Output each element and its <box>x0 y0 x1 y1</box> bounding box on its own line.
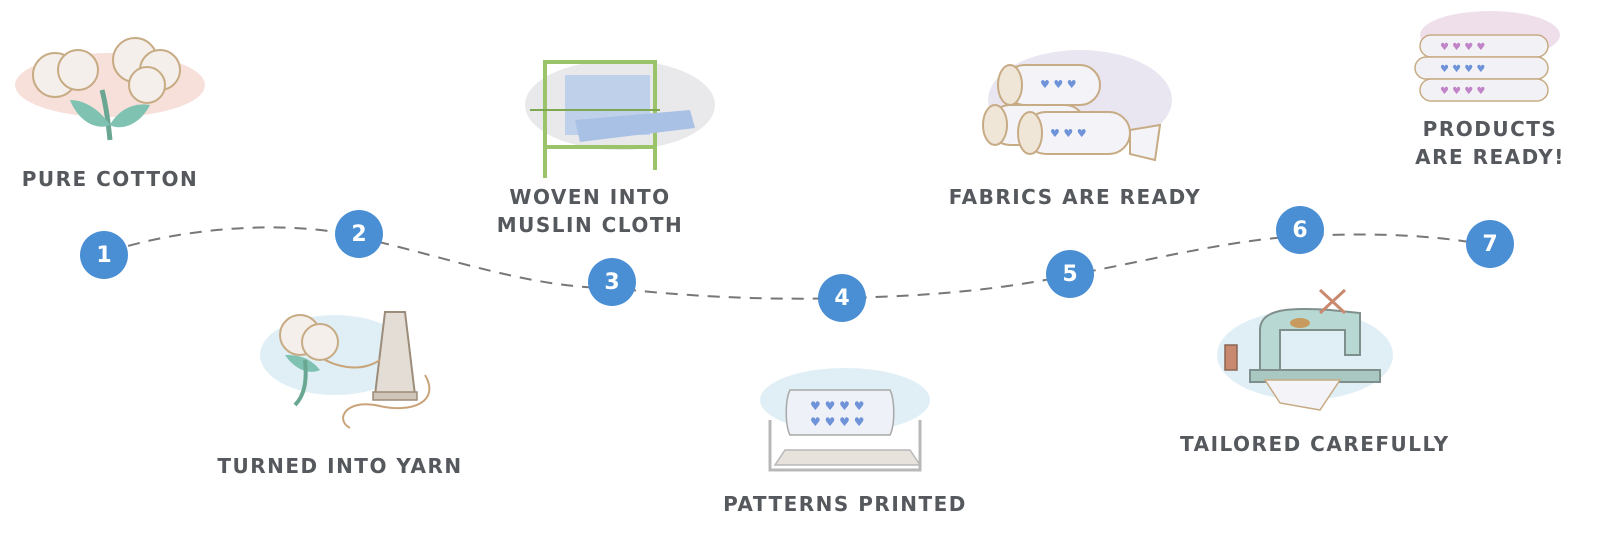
step-label-4: PATTERNS PRINTED <box>723 492 967 516</box>
step-label-3-line-1: WOVEN INTO <box>509 185 671 209</box>
step-marker-1: 1 <box>80 231 128 279</box>
step-label-3-line-2: MUSLIN CLOTH <box>496 213 684 237</box>
step-marker-5: 5 <box>1046 250 1094 298</box>
step-marker-7: 7 <box>1466 220 1514 268</box>
svg-text:♥ ♥ ♥ ♥: ♥ ♥ ♥ ♥ <box>1440 64 1485 75</box>
svg-text:♥ ♥ ♥: ♥ ♥ ♥ <box>1050 127 1087 140</box>
step-label-1: PURE COTTON <box>21 167 199 191</box>
step-label-7-line-2: ARE READY! <box>1415 145 1565 169</box>
cotton-boll-icon <box>15 37 205 141</box>
step-marker-3: 3 <box>588 258 636 306</box>
step-label-7-line-1: PRODUCTS <box>1422 117 1558 141</box>
svg-text:♥ ♥ ♥: ♥ ♥ ♥ <box>1040 78 1077 91</box>
folded-products-icon: ♥ ♥ ♥ ♥ ♥ ♥ ♥ ♥ ♥ ♥ ♥ ♥ <box>1414 11 1560 102</box>
yarn-spool-icon <box>260 311 431 429</box>
svg-text:♥ ♥ ♥ ♥: ♥ ♥ ♥ ♥ <box>1440 42 1485 53</box>
svg-text:♥ ♥ ♥ ♥: ♥ ♥ ♥ ♥ <box>1440 86 1485 97</box>
step-label-5: FABRICS ARE READY <box>948 185 1202 209</box>
step-label-6: TAILORED CAREFULLY <box>1180 432 1450 456</box>
step-label-3: WOVEN INTO MUSLIN CLOTH <box>490 183 690 239</box>
printing-machine-icon: ♥ ♥ ♥ ♥ ♥ ♥ ♥ ♥ <box>760 368 930 472</box>
fabric-rolls-icon: ♥ ♥ ♥ ♥ ♥ ♥ <box>982 50 1172 162</box>
loom-icon <box>525 60 715 178</box>
sewing-machine-icon <box>1217 288 1393 411</box>
step-label-2: TURNED INTO YARN <box>217 454 463 478</box>
step-marker-6: 6 <box>1276 206 1324 254</box>
svg-text:♥ ♥ ♥ ♥: ♥ ♥ ♥ ♥ <box>810 415 864 429</box>
svg-text:♥ ♥ ♥ ♥: ♥ ♥ ♥ ♥ <box>810 399 864 413</box>
step-label-7: PRODUCTS ARE READY! <box>1415 115 1565 171</box>
step-marker-4: 4 <box>818 274 866 322</box>
step-marker-2: 2 <box>335 210 383 258</box>
